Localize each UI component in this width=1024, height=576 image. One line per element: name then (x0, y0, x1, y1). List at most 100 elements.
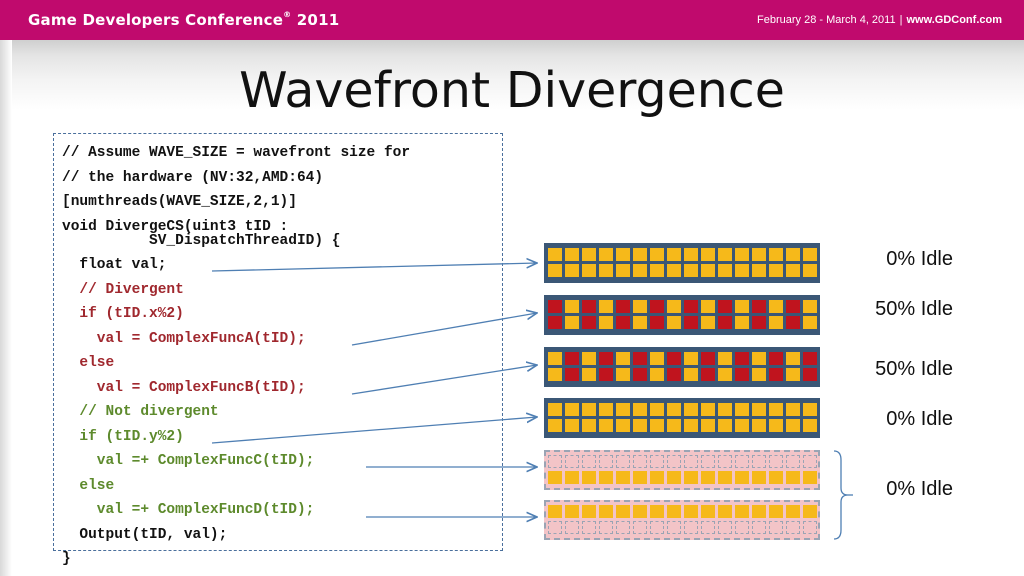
active-thread (633, 505, 647, 518)
code-line: if (tID.x%2) (62, 306, 184, 322)
active-thread (786, 352, 800, 365)
active-thread (718, 264, 732, 277)
masked-thread (548, 521, 562, 534)
active-thread (582, 248, 596, 261)
code-line: [numthreads(WAVE_SIZE,2,1)] (62, 194, 297, 210)
masked-thread (684, 521, 698, 534)
active-thread (582, 368, 596, 381)
idle-label: 50% Idle (875, 298, 953, 320)
active-thread (633, 316, 647, 329)
active-thread (786, 505, 800, 518)
masked-thread (752, 455, 766, 468)
active-thread (650, 403, 664, 416)
active-thread (667, 471, 681, 484)
idle-thread (599, 352, 613, 365)
active-thread (650, 248, 664, 261)
active-thread (701, 419, 715, 432)
active-thread (735, 505, 749, 518)
active-thread (735, 403, 749, 416)
active-thread (718, 505, 732, 518)
code-line: // the hardware (NV:32,AMD:64) (62, 169, 324, 186)
active-thread (752, 505, 766, 518)
active-thread (650, 352, 664, 365)
active-thread (684, 264, 698, 277)
active-thread (548, 248, 562, 261)
active-thread (803, 471, 817, 484)
active-thread (582, 264, 596, 277)
active-thread (684, 419, 698, 432)
active-thread (752, 248, 766, 261)
active-thread (684, 368, 698, 381)
active-thread (565, 471, 579, 484)
code-line: } (62, 551, 71, 567)
active-thread (752, 471, 766, 484)
active-thread (582, 471, 596, 484)
active-thread (667, 248, 681, 261)
active-thread (633, 471, 647, 484)
right-brace-icon (833, 450, 853, 540)
active-thread (684, 505, 698, 518)
idle-thread (582, 300, 596, 313)
active-thread (582, 403, 596, 416)
code-line: void DivergeCS(uint3 tID : (62, 218, 289, 235)
active-thread (599, 248, 613, 261)
code-line: val = ComplexFuncB(tID); (62, 379, 306, 396)
masked-thread (616, 455, 630, 468)
active-thread (599, 264, 613, 277)
active-thread (565, 403, 579, 416)
code-line: val =+ ComplexFuncC(tID); (62, 453, 315, 469)
idle-thread (684, 316, 698, 329)
active-thread (616, 248, 630, 261)
active-thread (582, 352, 596, 365)
active-thread (548, 264, 562, 277)
idle-thread (548, 300, 562, 313)
code-line: // Assume WAVE_SIZE = wavefront size for (62, 145, 411, 161)
active-thread (548, 419, 562, 432)
idle-thread (633, 352, 647, 365)
registered-mark: ® (283, 10, 292, 19)
wavefront (544, 398, 820, 438)
masked-thread (735, 455, 749, 468)
masked-thread (769, 455, 783, 468)
masked-thread (565, 521, 579, 534)
wavefront (544, 347, 820, 387)
active-thread (599, 419, 613, 432)
active-thread (616, 419, 630, 432)
conference-banner: Game Developers Conference® 2011 Februar… (0, 0, 1024, 40)
active-thread (803, 419, 817, 432)
idle-thread (616, 300, 630, 313)
active-thread (667, 300, 681, 313)
active-thread (752, 352, 766, 365)
active-thread (786, 419, 800, 432)
active-thread (786, 264, 800, 277)
idle-thread (616, 316, 630, 329)
active-thread (548, 471, 562, 484)
idle-label: 50% Idle (875, 358, 953, 380)
idle-thread (803, 352, 817, 365)
active-thread (735, 264, 749, 277)
idle-thread (667, 352, 681, 365)
conference-name: Game Developers Conference (28, 11, 284, 29)
conference-url: www.GDConf.com (906, 14, 1002, 26)
active-thread (684, 248, 698, 261)
active-thread (667, 403, 681, 416)
active-thread (667, 419, 681, 432)
active-thread (786, 403, 800, 416)
wavefront (544, 450, 820, 490)
idle-label: 0% Idle (886, 408, 953, 430)
active-thread (718, 403, 732, 416)
active-thread (786, 368, 800, 381)
masked-thread (633, 521, 647, 534)
active-thread (803, 403, 817, 416)
code-line: else (62, 355, 115, 371)
wavefront (544, 243, 820, 283)
idle-thread (718, 316, 732, 329)
idle-thread (786, 316, 800, 329)
code-line: val = ComplexFuncA(tID); (62, 330, 306, 347)
idle-thread (582, 316, 596, 329)
active-thread (701, 403, 715, 416)
conference-title: Game Developers Conference® 2011 (28, 10, 339, 29)
active-thread (718, 368, 732, 381)
active-thread (565, 316, 579, 329)
active-thread (599, 300, 613, 313)
